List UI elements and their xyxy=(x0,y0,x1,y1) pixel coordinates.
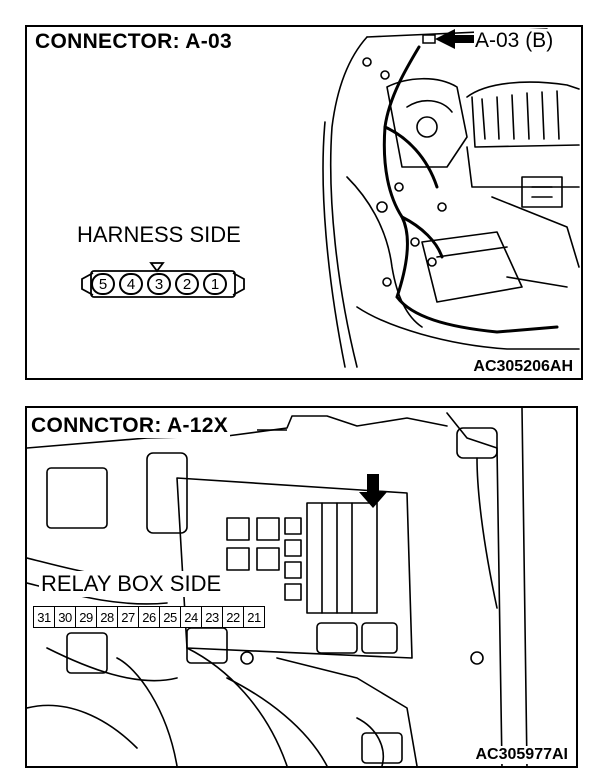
pin: 29 xyxy=(76,607,97,627)
pin: 25 xyxy=(160,607,181,627)
figure-id: AC305977AI xyxy=(473,746,570,764)
harness-pin-row: 5 4 3 2 1 xyxy=(91,273,231,295)
connector-a12x-panel: CONNCTOR: A-12X RELAY BOX SIDE 31 30 29 … xyxy=(25,406,578,768)
callout-arrow xyxy=(422,29,477,49)
pin: 5 xyxy=(91,273,115,295)
relay-pin-row: 31 30 29 28 27 26 25 24 23 22 21 xyxy=(33,606,265,628)
pin: 28 xyxy=(97,607,118,627)
pin: 31 xyxy=(34,607,55,627)
connector-title: CONNCTOR: A-12X xyxy=(29,414,231,438)
pin: 27 xyxy=(118,607,139,627)
pin: 23 xyxy=(202,607,223,627)
pin: 4 xyxy=(119,273,143,295)
pin: 3 xyxy=(147,273,171,295)
pin: 2 xyxy=(175,273,199,295)
pin: 1 xyxy=(203,273,227,295)
figure-id: AC305206AH xyxy=(471,358,575,376)
engine-bay-illustration-a03 xyxy=(81,28,580,368)
connector-title: CONNECTOR: A-03 xyxy=(33,30,235,54)
harness-side-label: HARNESS SIDE xyxy=(75,222,243,248)
connector-a03-panel: CONNECTOR: A-03 A-03 (B) HARNESS SIDE 5 … xyxy=(25,25,583,380)
pin: 30 xyxy=(55,607,76,627)
pin: 22 xyxy=(223,607,244,627)
callout-arrow xyxy=(359,474,387,508)
pin: 26 xyxy=(139,607,160,627)
pin: 21 xyxy=(247,609,261,625)
pin: 24 xyxy=(181,607,202,627)
relay-box-side-label: RELAY BOX SIDE xyxy=(39,571,224,597)
connector-callout-label: A-03 (B) xyxy=(474,29,555,53)
